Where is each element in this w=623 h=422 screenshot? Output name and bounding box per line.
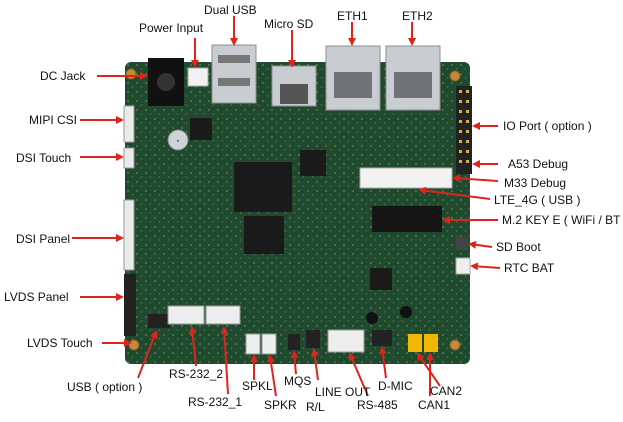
arrow-usb-option: [137, 330, 158, 379]
label-m33-debug: M33 Debug: [504, 176, 567, 190]
label-sd-boot: SD Boot: [496, 240, 541, 254]
dmic-header: [372, 330, 392, 346]
mounting-hole: [449, 70, 461, 82]
label-eth2: ETH2: [402, 9, 433, 23]
power-input-connector: [187, 67, 209, 87]
label-dsi-panel: DSI Panel: [16, 232, 71, 246]
spkl-connector: [245, 333, 261, 355]
arrow-rtc-bat: [470, 262, 501, 271]
label-dual-usb: Dual USB: [204, 3, 257, 17]
pmic-chip: [300, 150, 326, 176]
label-m2-key-e: M.2 KEY E ( WiFi / BT ): [502, 213, 623, 227]
arrow-mqs: [290, 350, 299, 375]
arrow-m33-debug: [452, 174, 499, 183]
spkr-connector: [261, 333, 277, 355]
arrow-sd-boot: [468, 240, 493, 249]
label-spkr: SPKR: [264, 398, 297, 412]
label-line-out-rl: R/L: [306, 400, 325, 414]
arrow-spkr: [266, 354, 277, 397]
label-rtc-bat: RTC BAT: [504, 261, 555, 275]
can2-connector: [408, 334, 422, 352]
audio-chip: [370, 268, 392, 290]
io-port-header: [456, 86, 472, 174]
label-mipi-csi: MIPI CSI: [29, 113, 78, 127]
dsi-panel-connector: [123, 199, 135, 271]
can1-connector: [424, 334, 438, 352]
label-micro-sd: Micro SD: [264, 17, 314, 31]
mounting-hole: [125, 68, 137, 80]
rtc-bat-connector: [455, 257, 471, 275]
sd-boot-switch: [456, 236, 468, 250]
arrow-lte-4g: [418, 186, 491, 200]
dsi-touch-connector: [123, 147, 135, 169]
rs232-1-connector: [205, 305, 241, 325]
lte-4g-slot: [359, 167, 453, 189]
arrow-rs232-2: [188, 326, 197, 367]
mounting-hole: [449, 339, 461, 351]
label-mqs: MQS: [284, 374, 312, 388]
dual-usb-connector: [211, 44, 257, 104]
label-can2: CAN2: [430, 384, 463, 398]
mipi-csi-connector: [123, 105, 135, 143]
label-dc-jack: DC Jack: [40, 69, 86, 83]
label-a53-debug: A53 Debug: [508, 157, 569, 171]
label-io-port: IO Port ( option ): [503, 119, 592, 133]
arrow-rs485: [348, 352, 369, 397]
label-power-input: Power Input: [139, 21, 204, 35]
capacitor: [167, 129, 189, 151]
label-rs232-1: RS-232_1: [188, 395, 243, 409]
rs485-connector: [327, 329, 365, 353]
label-eth1: ETH1: [337, 9, 368, 23]
emmc-chip: [190, 118, 212, 140]
arrow-dmic: [378, 346, 387, 379]
label-lvds-touch: LVDS Touch: [27, 336, 93, 350]
jack-component: [400, 306, 412, 318]
label-dsi-touch: DSI Touch: [16, 151, 72, 165]
mqs-header: [288, 334, 300, 350]
label-lvds-panel: LVDS Panel: [4, 290, 69, 304]
arrow-line-out: [310, 348, 319, 381]
label-rs485: RS-485: [357, 398, 398, 412]
memory-chip: [244, 216, 284, 254]
jack-component: [366, 312, 378, 324]
m2-key-e-slot: [372, 206, 442, 232]
svg-text:▪: ▪: [177, 138, 180, 145]
line-out-header: [306, 330, 320, 348]
label-dmic: D-MIC: [378, 379, 413, 393]
soc-chip: [234, 162, 292, 212]
label-line-out: LINE OUT: [315, 385, 371, 399]
rs232-2-connector: [167, 305, 205, 325]
mounting-hole: [128, 339, 140, 351]
label-lte-4g: LTE_4G ( USB ): [494, 193, 581, 207]
label-usb-option: USB ( option ): [67, 380, 143, 394]
label-spkl: SPKL: [242, 379, 273, 393]
arrow-rs232-1: [220, 326, 229, 395]
lvds-panel-header: [124, 274, 136, 336]
label-can1: CAN1: [418, 398, 451, 412]
usb-option-header: [148, 314, 170, 328]
label-rs232-2: RS-232_2: [169, 367, 224, 381]
